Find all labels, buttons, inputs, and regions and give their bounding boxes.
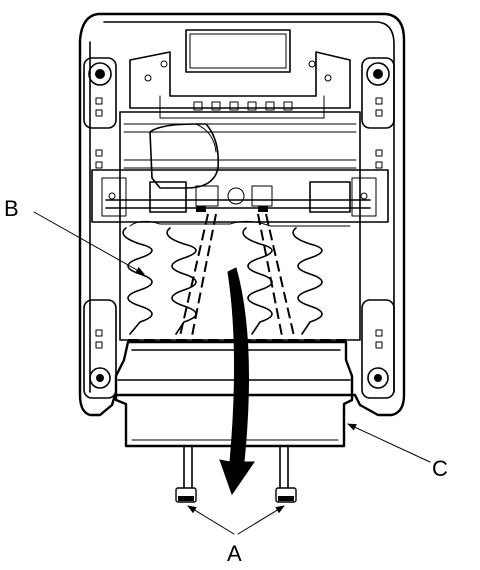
callout-c: C: [432, 456, 448, 481]
side-rails: [83, 57, 395, 399]
callout-b: B: [4, 196, 19, 221]
sensor-pad: [149, 123, 220, 189]
seat-springs: [122, 220, 351, 335]
harness-wires: [128, 213, 346, 341]
connector-legs: [175, 445, 297, 503]
removal-arrow: [219, 267, 255, 496]
cross-bar: [91, 169, 389, 223]
callout-a: A: [227, 541, 242, 566]
seat-frame-outline: [78, 12, 406, 417]
leader-lines: [33, 211, 431, 535]
top-bracket: [129, 29, 351, 119]
